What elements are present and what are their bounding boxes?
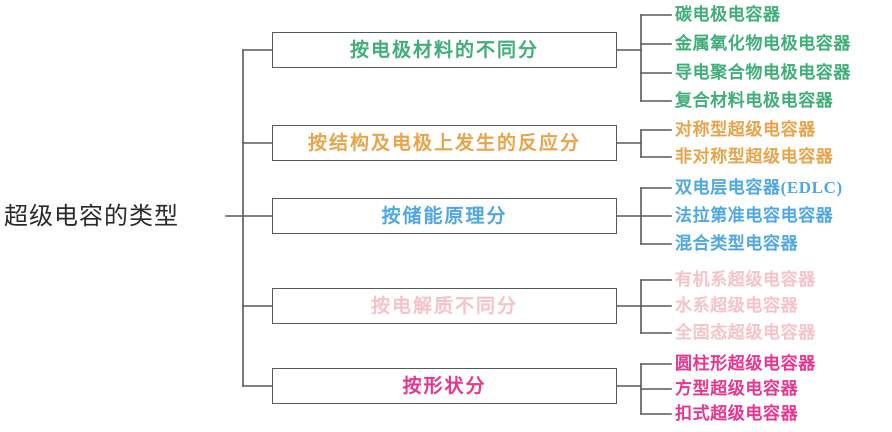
leaf-node[interactable]: 全固态超级电容器 [675, 323, 816, 342]
leaf-node[interactable]: 非对称型超级电容器 [675, 147, 834, 166]
leaf-node[interactable]: 圆柱形超级电容器 [675, 354, 816, 373]
category-box-electrode-material[interactable]: 按电极材料的不同分 [272, 32, 617, 68]
leaf-node[interactable]: 对称型超级电容器 [675, 120, 816, 139]
category-box-energy-storage-principle[interactable]: 按储能原理分 [272, 198, 617, 234]
leaf-node[interactable]: 复合材料电极电容器 [675, 91, 834, 110]
leaf-node[interactable]: 扣式超级电容器 [675, 404, 799, 423]
leaf-node[interactable]: 方型超级电容器 [675, 379, 799, 398]
category-label-structure-reaction: 按结构及电极上发生的反应分 [307, 132, 581, 154]
category-label-electrolyte: 按电解质不同分 [370, 295, 518, 317]
leaf-node[interactable]: 碳电极电容器 [675, 5, 781, 24]
category-box-electrolyte[interactable]: 按电解质不同分 [272, 288, 617, 324]
leaf-node[interactable]: 导电聚合物电极电容器 [675, 63, 851, 82]
leaf-node[interactable]: 双电层电容器(EDLC) [675, 178, 843, 197]
root-node-label: 超级电容的类型 [4, 204, 179, 230]
leaf-node[interactable]: 有机系超级电容器 [675, 270, 816, 289]
leaf-node[interactable]: 法拉第准电容电容器 [675, 206, 834, 225]
category-box-shape[interactable]: 按形状分 [272, 368, 617, 404]
leaf-node[interactable]: 混合类型电容器 [675, 234, 799, 253]
category-label-electrode-material: 按电极材料的不同分 [349, 39, 539, 61]
category-box-structure-reaction[interactable]: 按结构及电极上发生的反应分 [272, 125, 617, 161]
category-label-shape: 按形状分 [402, 375, 487, 397]
leaf-node[interactable]: 水系超级电容器 [675, 296, 799, 315]
category-label-energy-storage-principle: 按储能原理分 [381, 205, 508, 227]
leaf-node[interactable]: 金属氧化物电极电容器 [675, 34, 851, 53]
